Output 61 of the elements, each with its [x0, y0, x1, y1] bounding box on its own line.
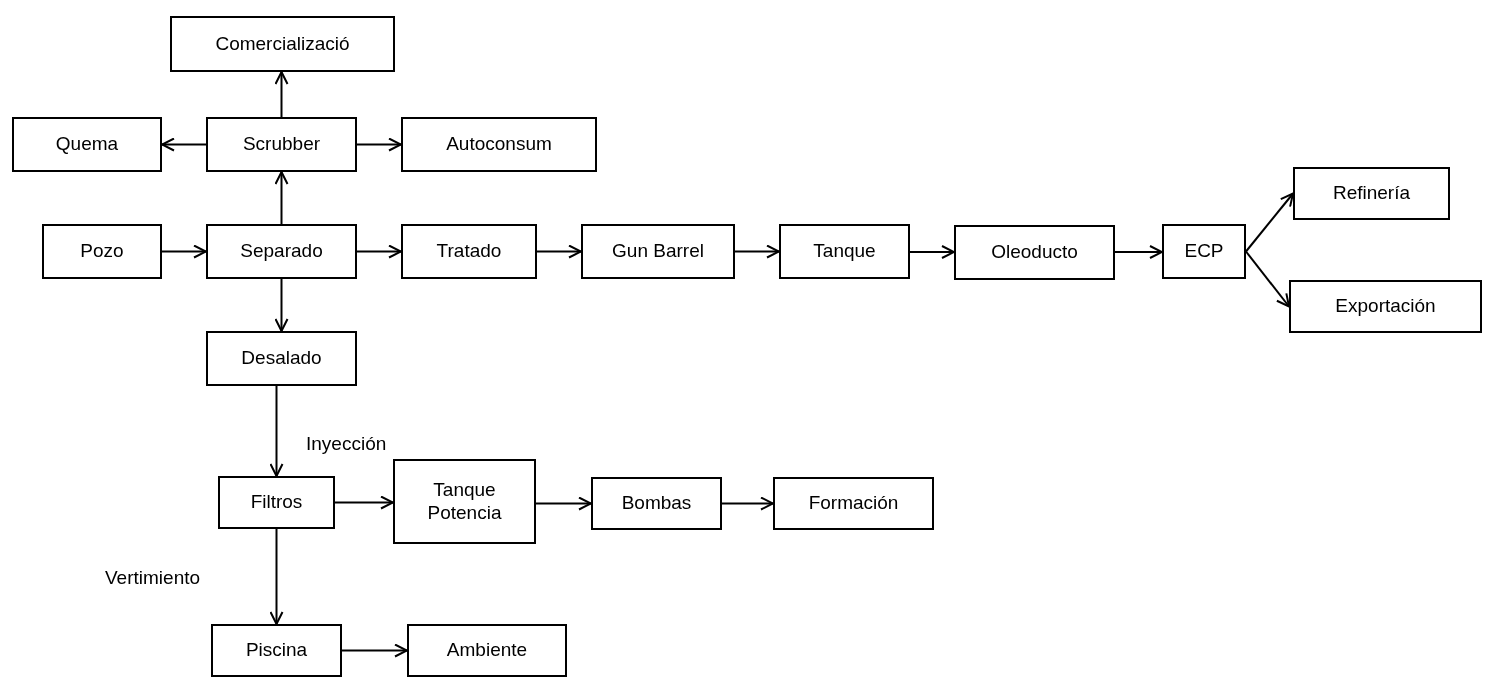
arrow: [1245, 250, 1290, 308]
arrow: [269, 528, 284, 625]
process-box: [42, 224, 162, 279]
box-label: Autoconsum: [446, 133, 552, 156]
arrow: [536, 244, 582, 259]
box-label: Comercializació: [215, 32, 350, 56]
arrow: [356, 244, 402, 259]
arrow: [721, 496, 774, 511]
process-box: [1289, 280, 1482, 333]
flow-label: Inyección: [306, 433, 387, 455]
arrow: [535, 496, 592, 511]
arrow: [1114, 245, 1163, 259]
process-box: [591, 477, 722, 530]
process-box: [954, 225, 1115, 280]
process-box: [401, 117, 597, 172]
arrow: [274, 278, 289, 332]
process-box: [206, 117, 357, 172]
process-box: [401, 224, 537, 279]
process-box: [170, 16, 395, 72]
process-box: [581, 224, 735, 279]
arrow: [161, 244, 207, 259]
process-box: [407, 624, 567, 677]
arrow: [274, 171, 289, 225]
box-label: Oleoducto: [991, 241, 1078, 264]
box-label: Tanque Potencia: [426, 478, 503, 525]
box-label: Piscina: [245, 639, 308, 662]
box-label: Refinería: [1332, 182, 1411, 205]
box-label: Ambiente: [446, 639, 528, 662]
box-label: ECP: [1184, 240, 1224, 263]
arrow: [274, 71, 289, 118]
process-box: [1162, 224, 1246, 279]
arrow: [909, 245, 955, 259]
box-label: Separado: [240, 240, 323, 263]
box-label: Scrubber: [242, 133, 321, 156]
process-box: [211, 624, 342, 677]
box-label: Pozo: [80, 240, 124, 263]
process-box: [393, 459, 536, 544]
process-box: [12, 117, 162, 172]
flow-label: Vertimiento: [105, 567, 201, 589]
box-label: Desalado: [241, 347, 322, 370]
box-label: Bombas: [621, 492, 692, 515]
process-box: [218, 476, 335, 529]
process-box: [206, 331, 357, 386]
box-label: Tanque: [813, 240, 876, 263]
process-box: [206, 224, 357, 279]
arrow: [269, 385, 284, 477]
box-label: Quema: [55, 133, 119, 156]
box-label: Formación: [808, 492, 899, 515]
arrow: [356, 137, 402, 152]
box-label: Filtros: [250, 491, 303, 514]
arrow: [341, 643, 408, 658]
process-box: [773, 477, 934, 530]
arrow: [334, 495, 394, 510]
arrow: [734, 244, 780, 259]
arrow: [161, 137, 207, 152]
arrow: [1245, 192, 1294, 253]
box-label: Tratado: [436, 240, 502, 263]
process-box: [1293, 167, 1450, 220]
box-label: Exportación: [1335, 295, 1436, 318]
process-box: [779, 224, 910, 279]
box-label: Gun Barrel: [612, 240, 704, 263]
